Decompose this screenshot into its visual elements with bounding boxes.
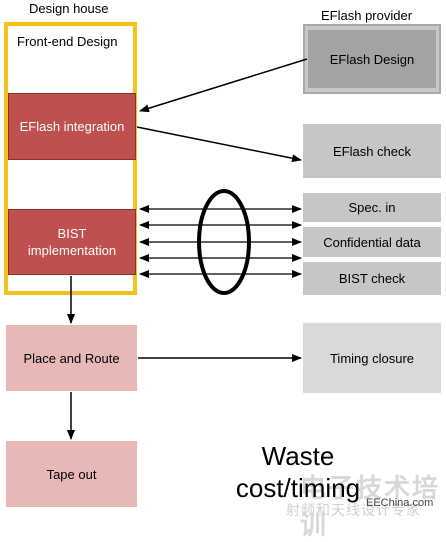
waste-note: Waste cost/timing <box>228 440 368 504</box>
eflash-provider-label: EFlash provider <box>321 8 413 23</box>
bist-implementation-box: BIST implementation <box>8 209 136 275</box>
eflash-integration-box: EFlash integration <box>8 93 136 160</box>
flow-arrows <box>67 58 308 440</box>
arrow-integration-to-check <box>136 126 302 163</box>
watermark-cn-big: 电子技术培训 <box>300 473 441 540</box>
front-end-design-label: Front-end Design <box>17 34 118 49</box>
watermark-cn-small: 射频和天线设计专家 <box>286 502 421 518</box>
watermark-site: EEChina.com <box>366 497 434 509</box>
bist-check-box: BIST check <box>303 262 441 295</box>
place-and-route-box: Place and Route <box>6 325 137 391</box>
design-house-label: Design house <box>29 1 109 16</box>
confidential-data-box: Confidential data <box>303 227 441 257</box>
timing-closure-box: Timing closure <box>303 323 441 393</box>
waste-note-line1: Waste <box>261 441 335 471</box>
eflash-design-box: EFlash Design <box>308 30 436 88</box>
eflash-check-box: EFlash check <box>303 124 441 178</box>
arrow-bundle-ellipse <box>197 189 251 295</box>
bist-implementation-label: BIST implementation <box>27 226 117 258</box>
waste-note-line2: cost/timing <box>235 473 361 503</box>
spec-in-box: Spec. in <box>303 193 441 222</box>
tape-out-box: Tape out <box>6 441 137 507</box>
arrow-design-to-integration <box>139 58 308 113</box>
